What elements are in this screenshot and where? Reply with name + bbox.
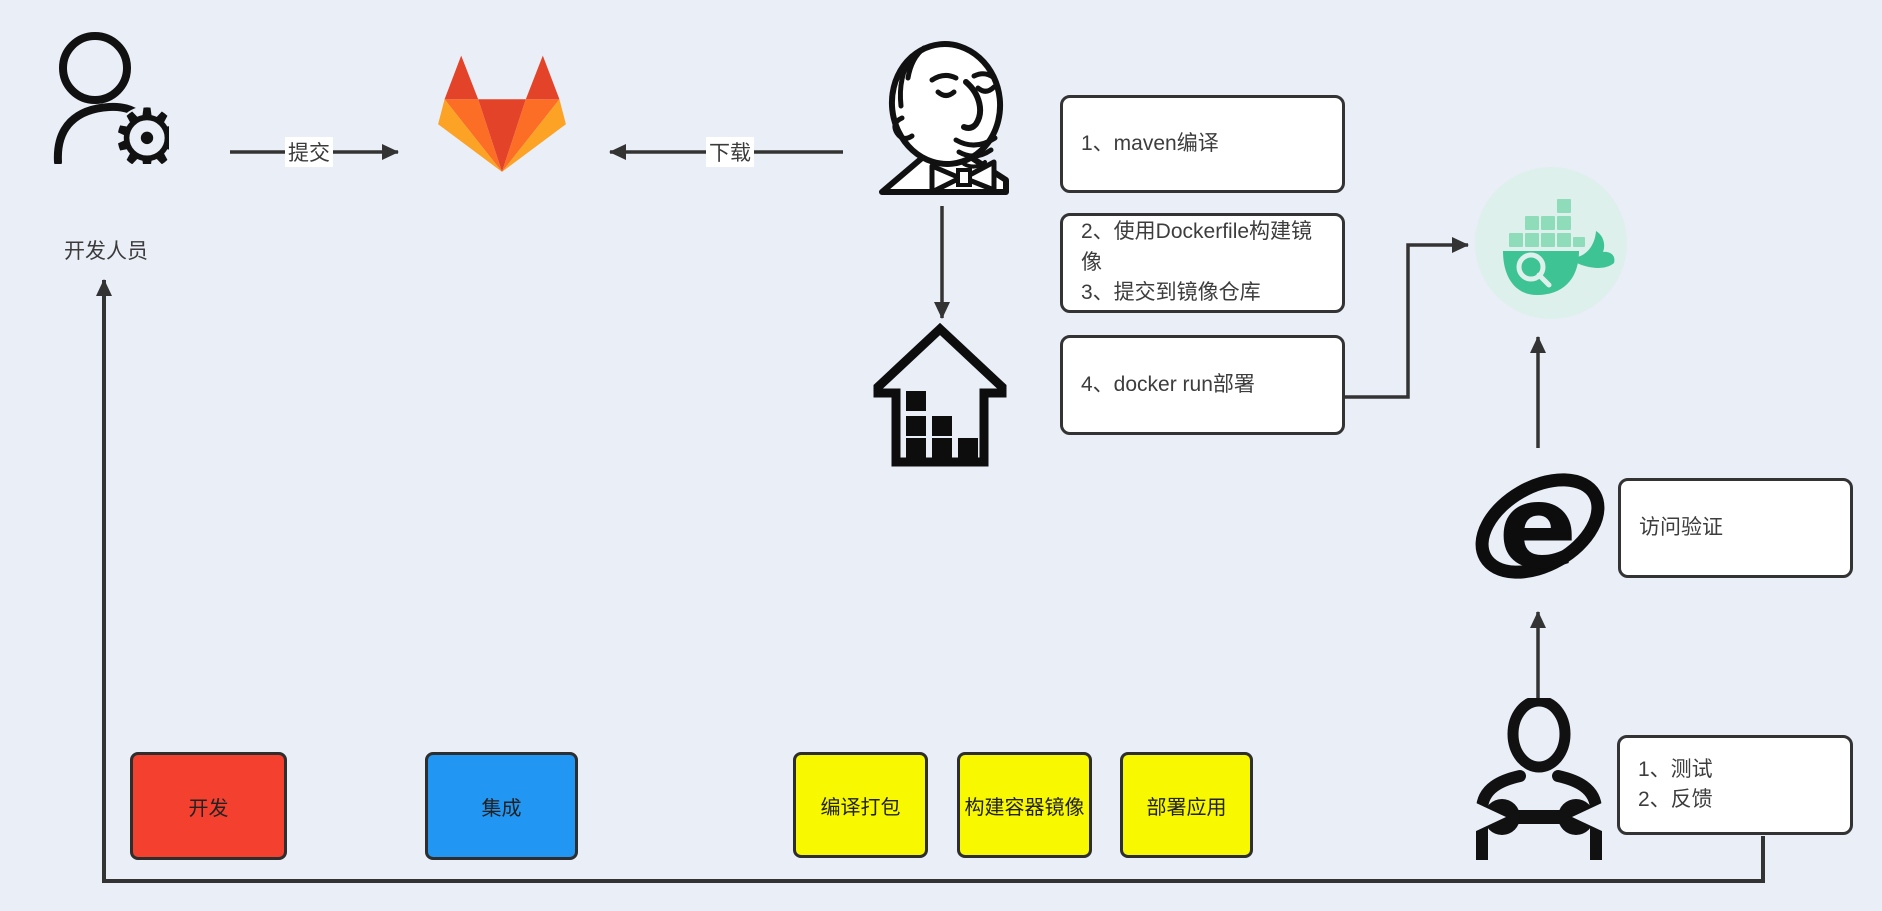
gear-backdrop xyxy=(114,106,169,164)
test-feedback-box: 1、测试 2、反馈 xyxy=(1617,735,1853,835)
developer-label: 开发人员 xyxy=(64,240,148,263)
developer-user-gear-icon: ⚙ xyxy=(53,32,169,164)
docker-containers xyxy=(1509,199,1585,247)
stage-integrate-label: 集成 xyxy=(481,797,522,820)
stage-dev-label: 开发 xyxy=(188,797,229,820)
wrench-icon xyxy=(1474,799,1604,835)
step-box-maven: 1、maven编译 xyxy=(1060,95,1345,193)
verify-text: 访问验证 xyxy=(1639,515,1723,539)
step-push-image-text: 3、提交到镜像仓库 xyxy=(1081,281,1261,305)
test-text: 1、测试 xyxy=(1638,757,1713,781)
docker-whale-icon xyxy=(1475,167,1627,319)
registry-house-icon xyxy=(873,323,1007,467)
gitlab-logo-icon xyxy=(438,55,566,172)
jenkins-butler-icon xyxy=(879,41,1009,195)
stage-build-image-label: 构建容器镜像 xyxy=(964,796,1085,819)
feedback-text: 2、反馈 xyxy=(1638,788,1713,811)
stage-package-label: 编译打包 xyxy=(820,796,901,819)
stage-build-image: 构建容器镜像 xyxy=(957,752,1092,858)
stage-dev: 开发 xyxy=(130,752,287,860)
step-box-docker-run: 4、docker run部署 xyxy=(1060,335,1345,435)
svg-text:e: e xyxy=(1499,460,1578,595)
tester-user-wrench-icon xyxy=(1474,698,1604,860)
step-build-image-text: 2、使用Dockerfile构建镜像 xyxy=(1081,220,1313,274)
step-box-build-push: 2、使用Dockerfile构建镜像 3、提交到镜像仓库 xyxy=(1060,213,1345,313)
search-icon xyxy=(1516,252,1546,282)
commit-arrow-label: 提交 xyxy=(285,137,333,167)
verify-box: 访问验证 xyxy=(1618,478,1853,578)
stage-integrate: 集成 xyxy=(425,752,578,860)
container-squares xyxy=(906,391,978,458)
internet-explorer-icon: e xyxy=(1475,460,1605,595)
step-docker-run-text: 4、docker run部署 xyxy=(1081,372,1255,396)
download-arrow-label: 下载 xyxy=(706,137,754,167)
arrow-step4-to-docker xyxy=(1345,237,1469,399)
gear-icon: ⚙ xyxy=(110,92,169,164)
stage-deploy-label: 部署应用 xyxy=(1146,796,1227,819)
stage-deploy: 部署应用 xyxy=(1120,752,1253,858)
stage-package: 编译打包 xyxy=(793,752,928,858)
arrow-feedback-loop xyxy=(96,279,1765,883)
step-maven-text: 1、maven编译 xyxy=(1081,131,1219,155)
